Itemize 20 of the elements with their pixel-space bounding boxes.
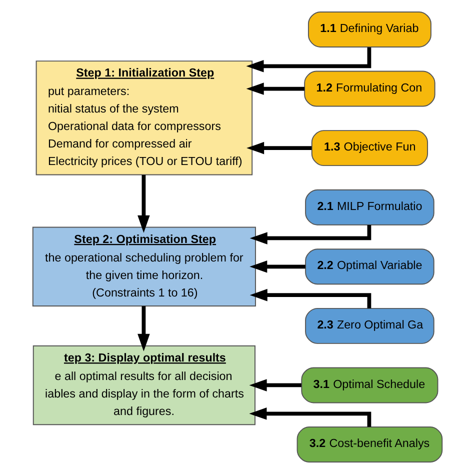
- arrow: [249, 260, 305, 273]
- arrow: [137, 175, 150, 233]
- node-box: tep 3: Display optimal results e all optimal results for all decision iables and display in the form of charts and figures.: [32, 345, 255, 426]
- arrow: [246, 82, 304, 95]
- node-box: 1.2 Formulating Con: [304, 70, 435, 107]
- node-box: 1.3 Objective Fun: [310, 130, 428, 166]
- arrow: [249, 288, 371, 308]
- node-box: 2.2 Optimal Variable: [304, 248, 434, 285]
- node-box: Step 2: Optimisation Step the operational scheduling problem for the given time horizon. (Constraints 1 to 16): [32, 226, 256, 306]
- arrow: [249, 224, 371, 244]
- node-box: 2.3 Zero Optimal Ga: [304, 308, 434, 344]
- arrow: [248, 408, 371, 427]
- arrow: [248, 379, 301, 392]
- node-box: 3.1 Optimal Schedule: [300, 367, 438, 404]
- node-box: 2.1 MILP Formulatio: [304, 189, 434, 226]
- node-box: 3.2 Cost-benefit Analys: [296, 426, 442, 462]
- node-box: Step 1: Initialization Step put parameters: nitial status of the system Operational data for compressors Demand for compressed air Electricity prices (TOU or ETOU tariff): [35, 60, 252, 176]
- node-box: 1.1 Defining Variab: [307, 12, 431, 48]
- arrow: [246, 142, 312, 154]
- arrow: [137, 306, 150, 352]
